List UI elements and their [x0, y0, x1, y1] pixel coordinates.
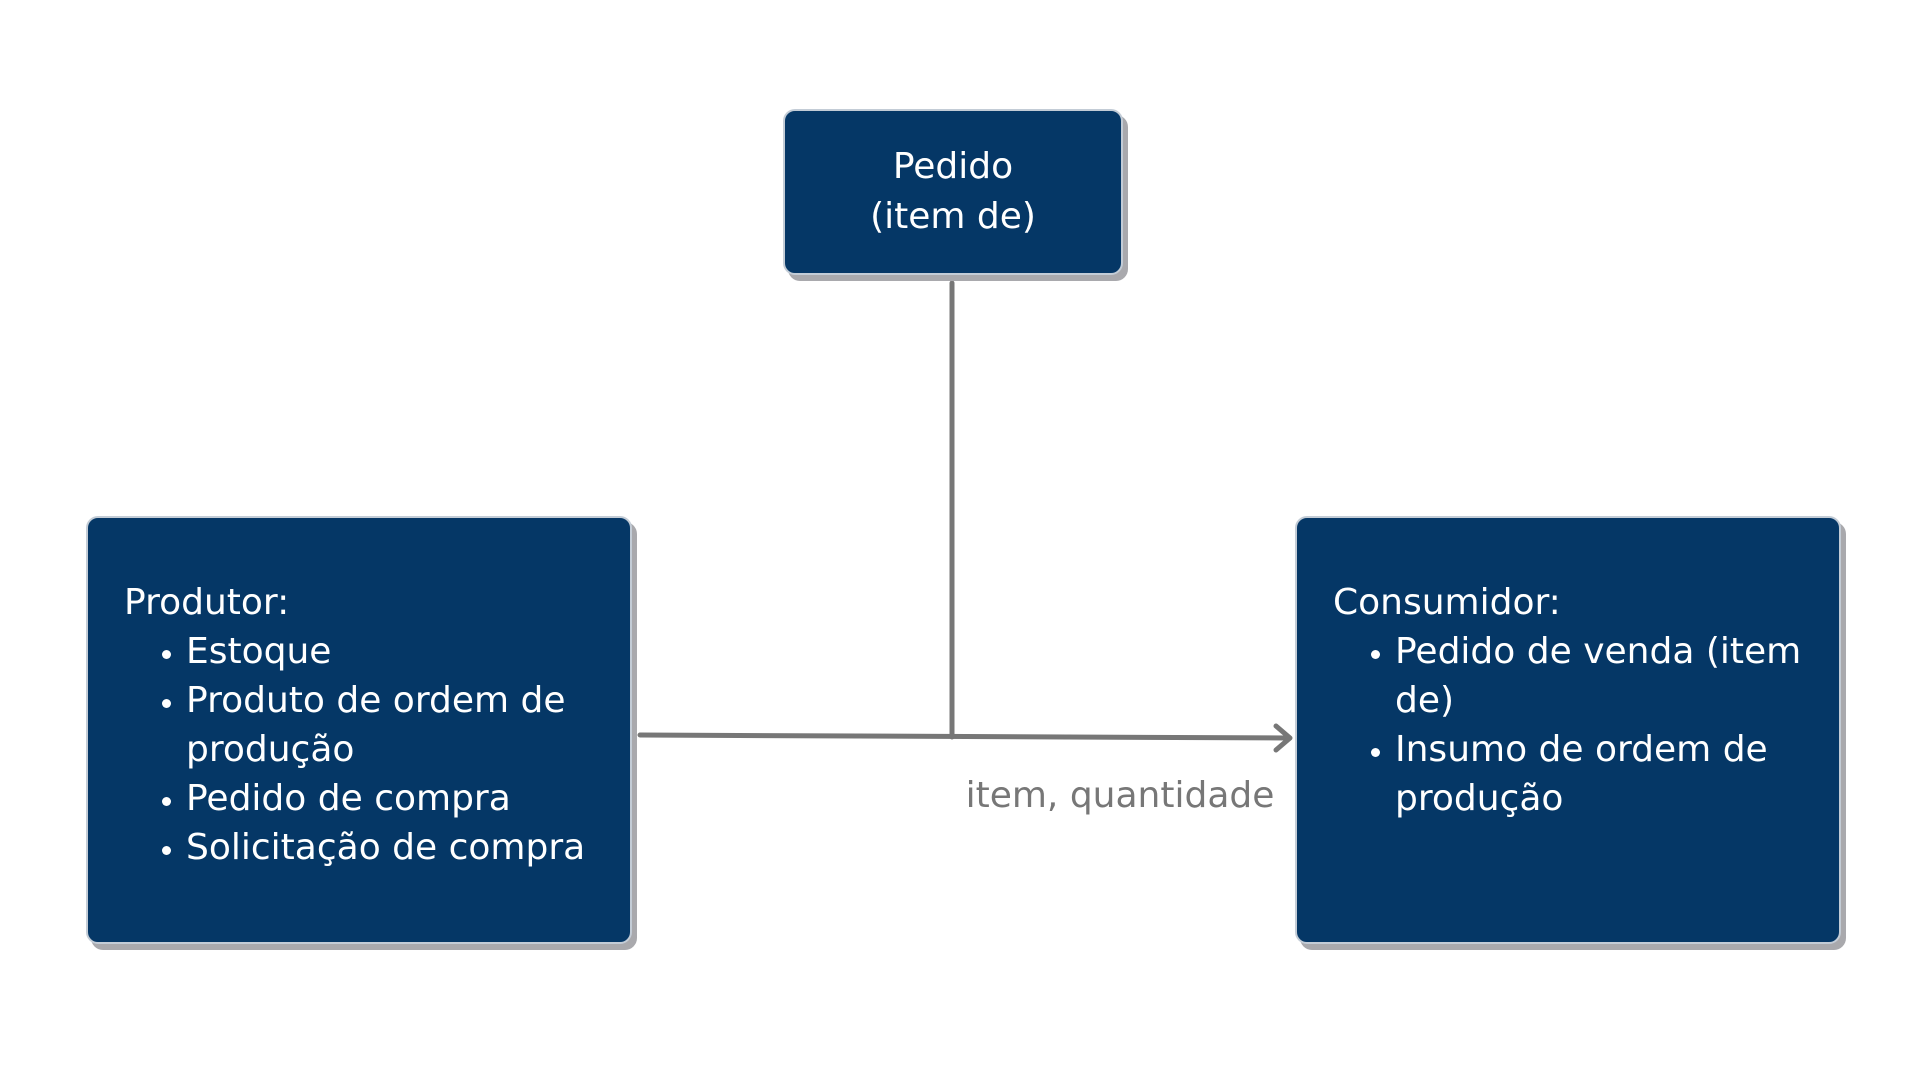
- horizontal-connector: [637, 732, 1291, 741]
- producer-heading: Produtor:: [124, 582, 290, 623]
- consumer-heading: Consumidor:: [1333, 582, 1561, 623]
- list-item: Solicitação de compra: [186, 823, 610, 872]
- arrowhead: [1273, 723, 1293, 753]
- list-item: Pedido de venda (item de): [1395, 627, 1819, 725]
- edge-label: item, quantidade: [965, 775, 1275, 816]
- order-node-subtitle: (item de): [870, 196, 1036, 237]
- order-node: Pedido (item de): [783, 109, 1123, 275]
- list-item: Pedido de compra: [186, 774, 610, 823]
- list-item: Insumo de ordem de produção: [1395, 725, 1819, 823]
- consumer-list: Pedido de venda (item de) Insumo de orde…: [1333, 627, 1819, 823]
- order-node-title: Pedido: [892, 146, 1014, 187]
- list-item: Estoque: [186, 627, 610, 676]
- producer-list: Estoque Produto de ordem de produção Ped…: [124, 627, 610, 872]
- consumer-node: Consumidor: Pedido de venda (item de) In…: [1295, 516, 1841, 944]
- producer-node: Produtor: Estoque Produto de ordem de pr…: [86, 516, 632, 944]
- list-item: Produto de ordem de produção: [186, 676, 610, 774]
